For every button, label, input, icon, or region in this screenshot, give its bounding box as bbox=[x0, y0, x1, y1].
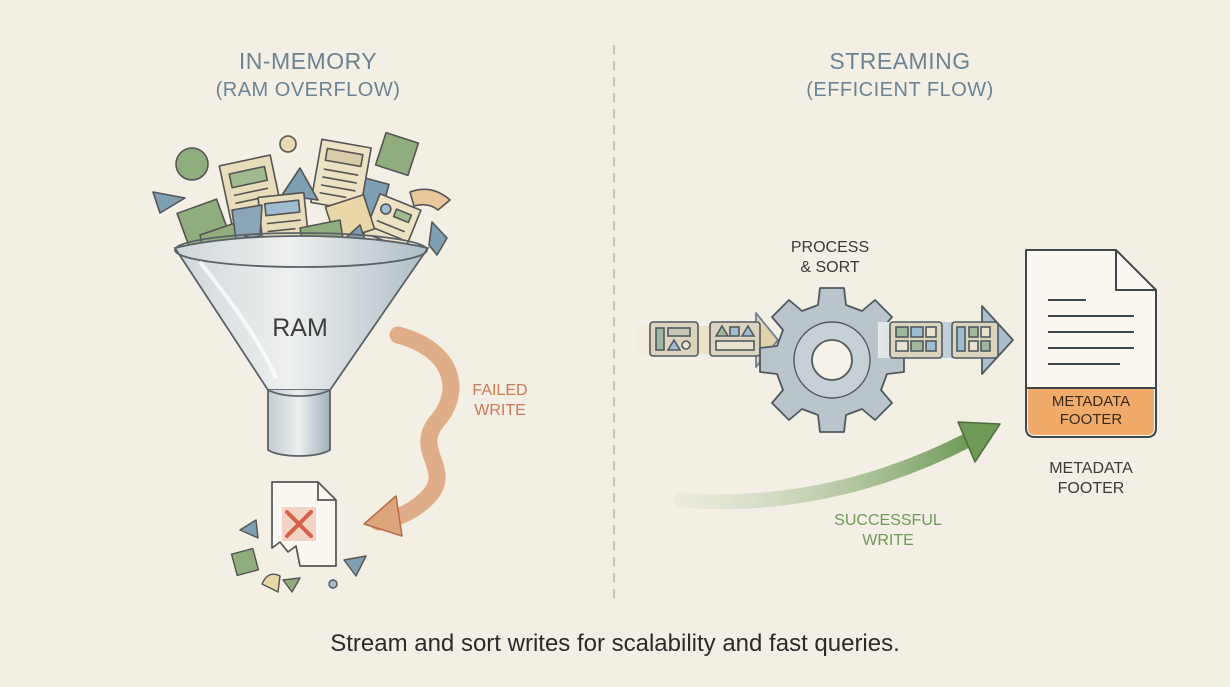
metadata-footer-label: METADATA FOOTER bbox=[1026, 459, 1156, 498]
left-panel-title: IN-MEMORY bbox=[238, 48, 378, 74]
right-panel-subtitle: (EFFICIENT FLOW) bbox=[806, 79, 994, 101]
successful-write-arrowhead bbox=[957, 421, 1001, 463]
process-sort-label: PROCESS & SORT bbox=[770, 238, 890, 277]
successful-write-label-line2: WRITE bbox=[862, 531, 914, 549]
ram-funnel-icon bbox=[173, 232, 430, 457]
process-sort-label-line1: PROCESS bbox=[790, 239, 870, 256]
failed-write-label-line1: FAILED bbox=[472, 382, 528, 399]
file-fragments-icon bbox=[230, 519, 367, 593]
metadata-footer-band-line2: FOOTER bbox=[1059, 411, 1123, 429]
metadata-footer-label-line1: METADATA bbox=[1049, 460, 1133, 477]
failed-write-label: FAILED WRITE bbox=[455, 381, 545, 420]
successful-write-label: SUCCESSFUL WRITE bbox=[818, 511, 958, 550]
left-panel-subtitle: (RAM OVERFLOW) bbox=[215, 79, 401, 101]
failed-write-arrowhead bbox=[363, 495, 403, 537]
process-gear-icon bbox=[759, 287, 905, 433]
metadata-footer-band-label: METADATA FOOTER bbox=[1028, 393, 1154, 430]
ram-label: RAM bbox=[272, 314, 328, 342]
process-sort-label-line2: & SORT bbox=[800, 258, 860, 276]
data-block-3-icon bbox=[889, 321, 943, 359]
metadata-footer-band-line1: METADATA bbox=[1051, 393, 1131, 410]
metadata-footer-band bbox=[1028, 388, 1154, 435]
right-panel-title: STREAMING bbox=[829, 48, 971, 74]
output-file-icon bbox=[1025, 249, 1157, 438]
data-block-4-icon bbox=[951, 321, 999, 359]
successful-write-label-line1: SUCCESSFUL bbox=[834, 512, 942, 529]
diagram-caption: Stream and sort writes for scalability a… bbox=[330, 630, 900, 657]
failed-write-arrow bbox=[369, 326, 460, 531]
successful-write-arrow bbox=[672, 432, 976, 510]
data-block-1-icon bbox=[649, 321, 699, 357]
failed-write-label-line2: WRITE bbox=[474, 401, 526, 419]
data-block-2-icon bbox=[709, 321, 761, 357]
broken-file-icon bbox=[271, 481, 337, 567]
metadata-footer-label-line2: FOOTER bbox=[1057, 479, 1125, 497]
